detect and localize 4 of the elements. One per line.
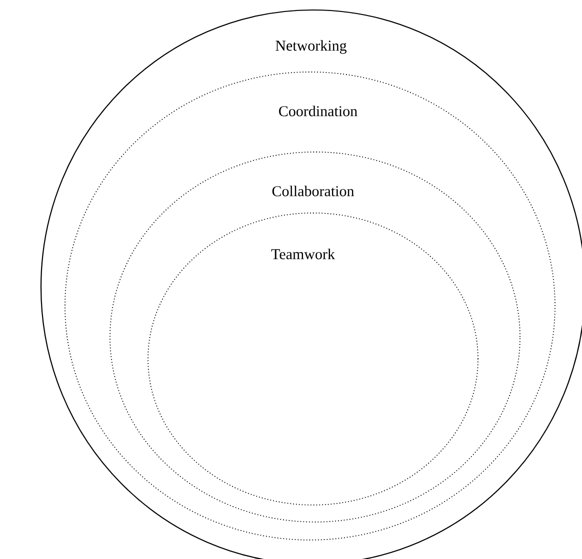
circle-label: Networking xyxy=(276,40,347,54)
circle-label: Collaboration xyxy=(272,186,354,196)
circle-label: Teamwork xyxy=(271,248,335,260)
circle-label: Coordination xyxy=(279,106,358,116)
